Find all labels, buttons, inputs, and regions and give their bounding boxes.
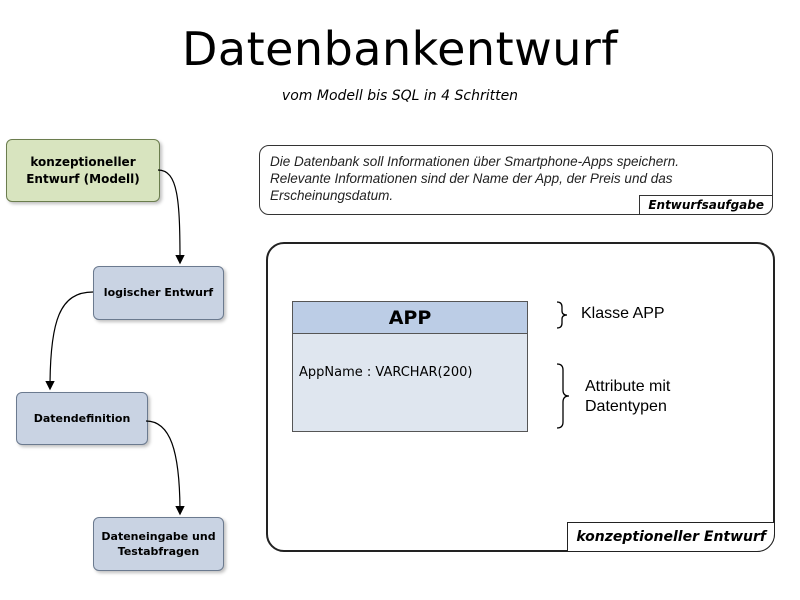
class-name: APP [293,302,527,334]
conceptual-model-label: konzeptioneller Entwurf [567,522,775,552]
design-task-line: Relevante Informationen sind der Name de… [270,171,673,186]
class-attribute: AppName : VARCHAR(200) [299,365,473,380]
conceptual-model-panel: konzeptioneller Entwurf [266,242,775,552]
step-data-entry-line2: Testabfragen [117,545,200,558]
connector-arrow-1 [157,169,185,265]
design-task-line: Erscheinungsdatum. [270,188,394,203]
design-task-text: Die Datenbank soll Informationen über Sm… [270,153,760,204]
step-logical: logischer Entwurf [93,266,224,320]
step-data-entry: Dateneingabe und Testabfragen [93,517,224,571]
step-conceptual: konzeptioneller Entwurf (Modell) [6,139,160,202]
design-task-line: Die Datenbank soll Informationen über Sm… [270,154,679,169]
attributes-annotation: Attribute mit Datentypen [585,377,670,417]
attributes-annotation-line2: Datentypen [585,398,667,415]
step-conceptual-line2: Entwurf (Modell) [26,171,140,186]
step-conceptual-line1: konzeptioneller [30,154,136,169]
design-task-label: Entwurfsaufgabe [639,195,773,215]
design-task-box: Die Datenbank soll Informationen über Sm… [259,145,773,215]
step-logical-label: logischer Entwurf [103,286,214,300]
step-data-definition-label: Datendefinition [33,411,131,425]
step-data-definition: Datendefinition [16,392,148,445]
brace-class-icon [556,301,568,329]
class-app-box: APP AppName : VARCHAR(200) [292,301,528,432]
step-data-entry-line1: Dateneingabe und [101,529,216,543]
page-title: Datenbankentwurf [181,22,618,76]
attributes-annotation-line1: Attribute mit [585,378,671,395]
brace-attributes-icon [556,363,570,429]
connector-arrow-2 [45,291,94,391]
page-subtitle: vom Modell bis SQL in 4 Schritten [281,88,519,104]
class-annotation: Klasse APP [581,305,665,322]
connector-arrow-3 [145,420,185,516]
